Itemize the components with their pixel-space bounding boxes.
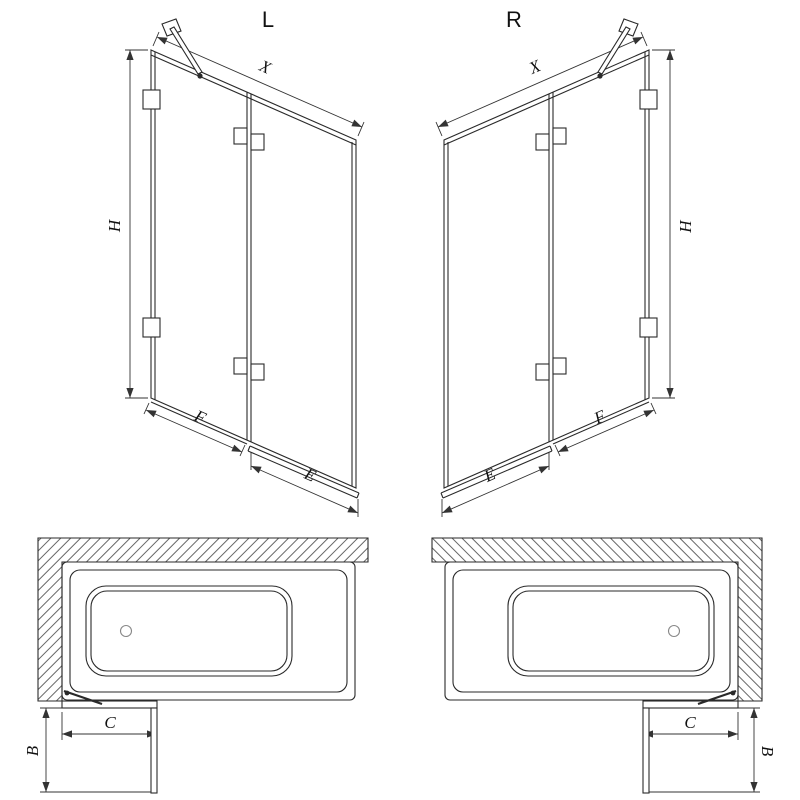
perspective-view-left (125, 19, 364, 517)
dim-label-h-right: H (676, 219, 695, 234)
plan-view-left (38, 538, 368, 793)
dim-label-b-right: B (758, 746, 777, 757)
dim-label-h-left: H (105, 218, 124, 233)
dim-label-c-left: C (104, 713, 116, 732)
perspective-view-right (436, 19, 675, 517)
dim-label-x-right: X (525, 56, 544, 78)
variant-label-right: R (506, 7, 522, 32)
dim-label-x-left: X (256, 56, 275, 78)
dim-label-f-left: F (191, 406, 210, 428)
dim-label-b-left: B (23, 745, 42, 756)
dim-label-c-right: C (684, 713, 696, 732)
plan-view-right (432, 538, 762, 793)
variant-label-left: L (262, 7, 274, 32)
